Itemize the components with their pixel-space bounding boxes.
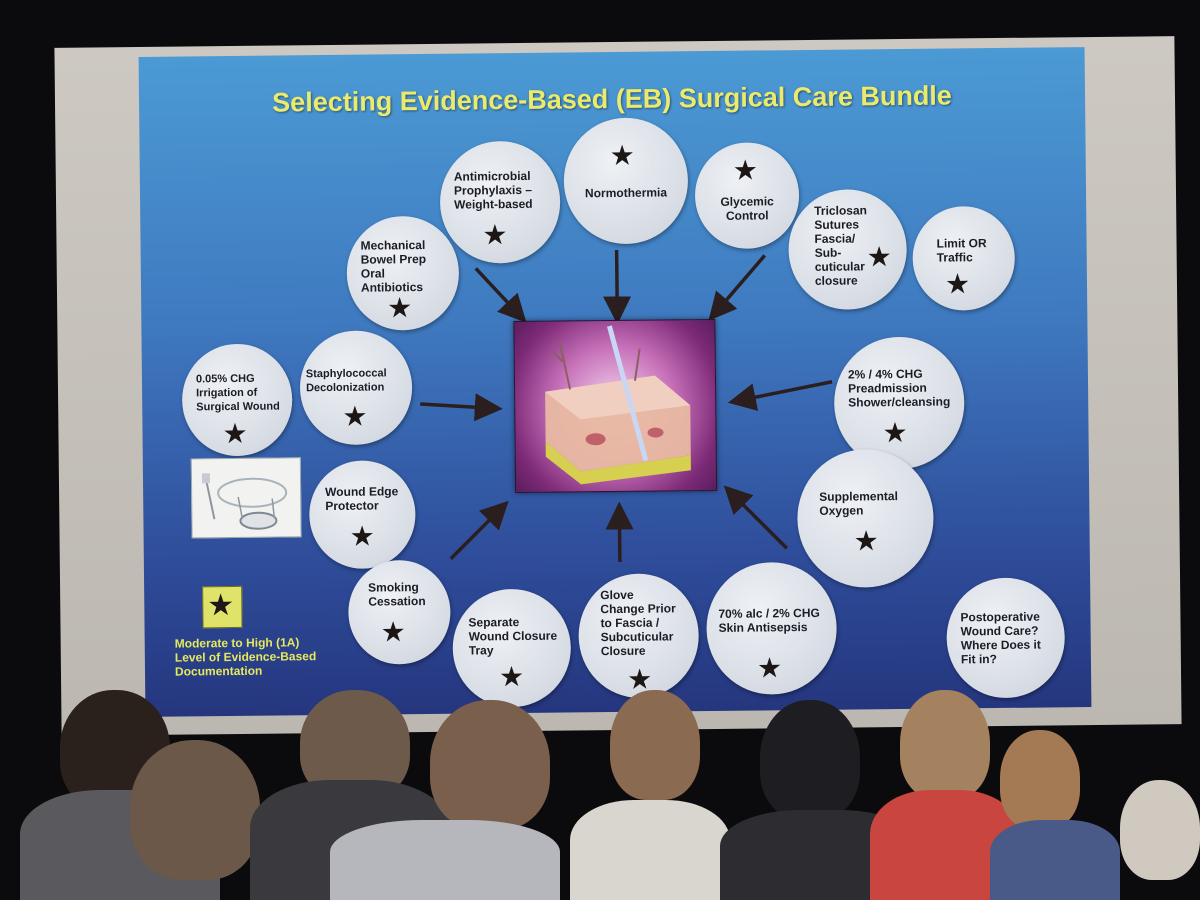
bubble-chg-irrigation: 0.05% CHG Irrigation of Surgical Wound ★	[181, 343, 293, 457]
bubble-label: Separate Wound Closure Tray	[468, 615, 558, 658]
bubble-antimicrobial: Antimicrobial Prophylaxis – Weight-based…	[439, 140, 561, 264]
bubble-normothermia: Normothermia ★	[563, 117, 689, 245]
bubble-closure-tray: Separate Wound Closure Tray ★	[452, 588, 572, 708]
bubble-glycemic: Glycemic Control ★	[694, 142, 800, 250]
arrow-oxygen	[723, 485, 788, 550]
bubble-label: Glove Change Prior to Fascia / Subcuticu…	[600, 587, 676, 659]
arrow-chg-shower	[727, 380, 833, 411]
skin-cross-section-image	[513, 318, 718, 494]
audience-head	[430, 700, 550, 830]
bubble-skin-antisepsis: 70% alc / 2% CHG Skin Antisepsis ★	[705, 561, 838, 696]
star-icon: ★	[380, 616, 406, 648]
legend-star-box: ★	[202, 585, 243, 629]
bubble-smoking: Smoking Cessation ★	[347, 559, 451, 665]
arrow-smoking	[449, 500, 509, 560]
arrows-layer	[420, 249, 833, 562]
slide: Selecting Evidence-Based (EB) Surgical C…	[138, 47, 1092, 717]
wound-edge-protector-photo	[190, 457, 302, 539]
bubble-label: Staphylococcal Decolonization	[305, 367, 387, 395]
bubble-label: Wound Edge Protector	[325, 484, 399, 514]
star-icon: ★	[207, 589, 235, 623]
star-icon: ★	[349, 520, 375, 552]
bubble-postop: Postoperative Wound Care? Where Does it …	[946, 577, 1066, 699]
bubble-label: 70% alc / 2% CHG Skin Antisepsis	[718, 605, 820, 635]
bubble-label: Mechanical Bowel Prep Oral Antibiotics	[360, 237, 427, 295]
star-icon: ★	[756, 652, 783, 684]
bubble-label: Supplemental Oxygen	[819, 489, 898, 518]
audience-head	[1120, 780, 1200, 880]
bubble-label: Normothermia	[584, 185, 668, 201]
arrow-antimicrobial	[474, 267, 527, 323]
star-icon: ★	[482, 219, 508, 251]
bubble-bowel-prep: Mechanical Bowel Prep Oral Antibiotics ★	[346, 215, 460, 331]
star-icon: ★	[342, 400, 368, 432]
bubble-staph: Staphylococcal Decolonization ★	[299, 330, 413, 446]
star-icon: ★	[609, 139, 635, 172]
arrow-glycemic	[708, 254, 767, 321]
star-icon: ★	[944, 268, 971, 300]
bubble-label: Limit OR Traffic	[936, 236, 987, 265]
bubble-triclosan: Triclosan Sutures Fascia/ Sub- cuticular…	[788, 188, 908, 311]
audience-head	[760, 700, 860, 820]
star-icon: ★	[222, 417, 248, 450]
bubble-label: Smoking Cessation	[368, 580, 426, 609]
bubble-label: 0.05% CHG Irrigation of Surgical Wound	[195, 372, 280, 414]
audience-head	[130, 740, 260, 880]
arrow-normothermia	[603, 249, 632, 325]
audience-head	[1000, 730, 1080, 830]
star-icon: ★	[882, 416, 908, 449]
audience-head	[900, 690, 990, 800]
device-illustration	[201, 473, 288, 530]
audience-head	[610, 690, 700, 800]
star-icon: ★	[866, 241, 892, 273]
bubble-label: Postoperative Wound Care? Where Does it …	[960, 609, 1041, 667]
arrow-glove	[605, 501, 634, 562]
star-icon: ★	[853, 525, 879, 557]
audience-body	[330, 820, 560, 900]
star-icon: ★	[732, 154, 759, 186]
bubble-glove-change: Glove Change Prior to Fascia / Subcuticu…	[578, 573, 700, 699]
star-icon: ★	[387, 292, 413, 324]
skin-illustration	[545, 325, 691, 485]
star-icon: ★	[498, 660, 525, 693]
bubble-wound-edge: Wound Edge Protector ★	[308, 460, 416, 570]
bubble-label: 2% / 4% CHG Preadmission Shower/cleansin…	[847, 366, 951, 410]
audience-body	[570, 800, 730, 900]
bubble-limit-or: Limit OR Traffic ★	[912, 205, 1016, 311]
audience-body	[990, 820, 1120, 900]
arrow-staph	[420, 393, 503, 422]
bubble-label: Antimicrobial Prophylaxis – Weight-based	[453, 168, 533, 212]
bubble-label: Glycemic Control	[720, 194, 774, 223]
bubble-oxygen: Supplemental Oxygen ★	[796, 448, 935, 589]
legend-text: Moderate to High (1A) Level of Evidence-…	[174, 635, 317, 679]
